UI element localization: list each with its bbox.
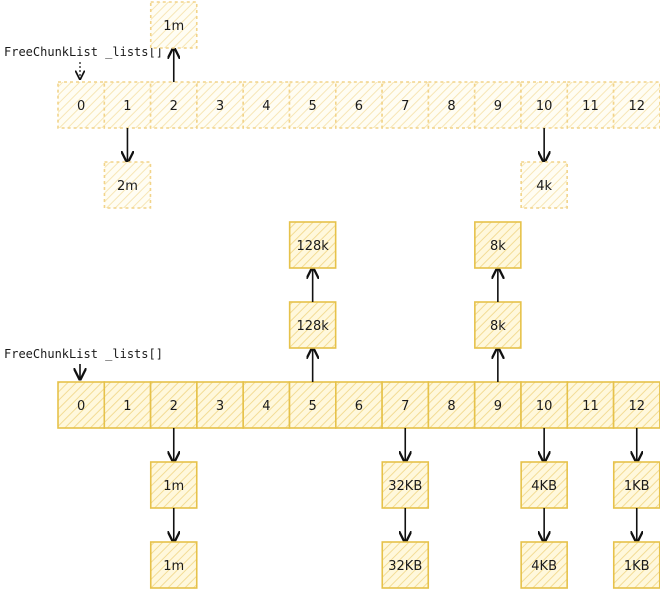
- top-cell-label-1: 1: [123, 99, 131, 114]
- bottom-chunk-node: [381, 541, 430, 589]
- top-chunk-node-label: 4k: [536, 179, 552, 194]
- bottom-chunk-node: [520, 541, 568, 589]
- bottom-chunk-node-label: 8k: [490, 239, 506, 254]
- bottom-chunk-node-label: 1KB: [624, 559, 650, 574]
- top-cell-7: [381, 81, 430, 129]
- top-cell-1: [103, 81, 152, 129]
- bottom-chunk-node-label: 1m: [163, 479, 184, 494]
- bottom-cell-label-2: 2: [170, 399, 178, 414]
- top-cell-6: [334, 81, 383, 129]
- top-cell-label-11: 11: [582, 99, 599, 114]
- bottom-cell-1: [103, 381, 152, 429]
- bottom-chunk-node-label: 32KB: [388, 479, 422, 494]
- bottom-cell-11: [566, 381, 615, 429]
- bottom-cell-label-5: 5: [309, 399, 317, 414]
- top-cell-label-0: 0: [77, 99, 85, 114]
- top-list-label: FreeChunkList _lists[]: [4, 45, 163, 59]
- top-cell-label-8: 8: [447, 99, 455, 114]
- bottom-chunk-node: [288, 221, 337, 269]
- top-cell-label-7: 7: [401, 99, 409, 114]
- bottom-cell-4: [242, 381, 291, 429]
- top-chunk-node: [149, 1, 198, 49]
- bottom-chunk-node-label: 128k: [296, 239, 329, 254]
- bottom-cell-label-9: 9: [494, 399, 502, 414]
- bottom-cell-label-8: 8: [447, 399, 455, 414]
- top-cell-label-10: 10: [536, 99, 553, 114]
- bottom-cell-label-12: 12: [628, 399, 645, 414]
- bottom-chunk-node: [474, 301, 522, 349]
- top-chunk-node-label: 2m: [117, 179, 138, 194]
- bottom-cell-label-10: 10: [536, 399, 553, 414]
- bottom-cell-label-0: 0: [77, 399, 85, 414]
- bottom-cell-label-1: 1: [123, 399, 131, 414]
- bottom-chunk-node-label: 32KB: [388, 559, 422, 574]
- top-cell-9: [473, 81, 522, 129]
- top-cell-11: [566, 81, 615, 129]
- top-cell-label-12: 12: [628, 99, 645, 114]
- top-cell-label-5: 5: [309, 99, 317, 114]
- top-cell-label-2: 2: [170, 99, 178, 114]
- top-chunk-node: [520, 161, 568, 209]
- bottom-cell-0: [57, 381, 106, 429]
- bottom-list-label: FreeChunkList _lists[]: [4, 347, 163, 361]
- bottom-cell-label-7: 7: [401, 399, 409, 414]
- bottom-chunk-node: [288, 301, 337, 349]
- top-cell-0: [57, 81, 106, 129]
- bottom-cell-label-4: 4: [262, 399, 270, 414]
- top-cell-label-4: 4: [262, 99, 270, 114]
- top-cell-4: [242, 81, 291, 129]
- top-cell-12: [612, 81, 660, 129]
- bottom-chunk-node-label: 8k: [490, 319, 506, 334]
- bottom-cell-label-11: 11: [582, 399, 599, 414]
- bottom-chunk-node-label: 128k: [296, 319, 329, 334]
- bottom-cell-3: [196, 381, 244, 429]
- top-cell-label-3: 3: [216, 99, 224, 114]
- bottom-chunk-node-label: 4KB: [531, 559, 557, 574]
- top-cell-3: [196, 81, 244, 129]
- bottom-chunk-node-label: 1KB: [624, 479, 650, 494]
- top-cell-2: [149, 81, 198, 129]
- bottom-chunk-node: [474, 221, 522, 269]
- bottom-chunk-node-label: 4KB: [531, 479, 557, 494]
- top-cell-8: [427, 81, 476, 129]
- bottom-chunk-node: [612, 541, 660, 589]
- top-cell-label-6: 6: [355, 99, 363, 114]
- top-chunk-node-label: 1m: [163, 19, 184, 34]
- bottom-cell-10: [520, 381, 569, 429]
- bottom-cell-6: [334, 381, 383, 429]
- bottom-cell-label-6: 6: [355, 399, 363, 414]
- bottom-chunk-node: [149, 541, 198, 589]
- bottom-cell-9: [473, 381, 522, 429]
- top-cell-label-9: 9: [494, 99, 502, 114]
- bottom-cell-8: [427, 381, 476, 429]
- bottom-chunk-node-label: 1m: [163, 559, 184, 574]
- top-cell-5: [288, 81, 337, 129]
- top-chunk-node: [103, 161, 152, 209]
- bottom-cell-label-3: 3: [216, 399, 224, 414]
